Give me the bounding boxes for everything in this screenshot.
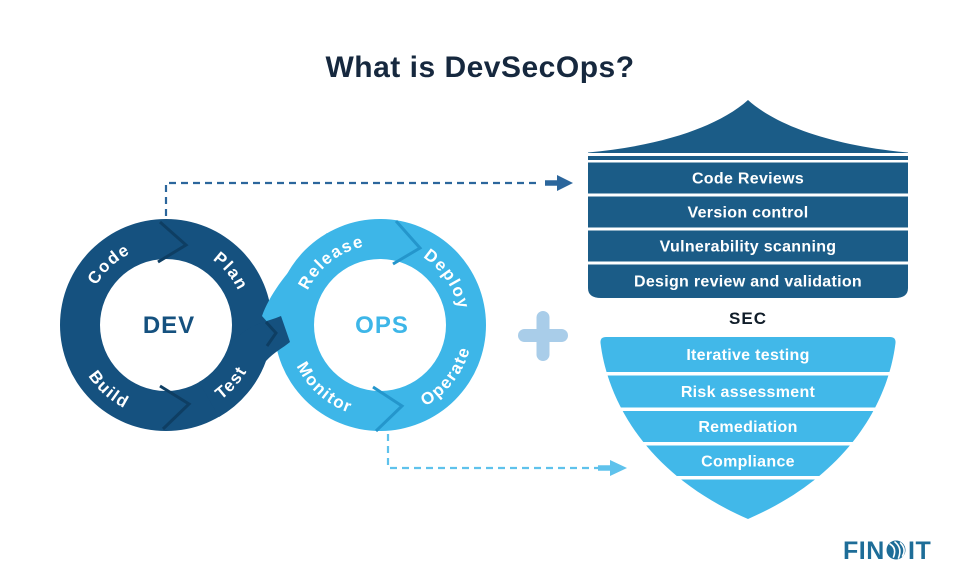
dev-practice-label-3: Design review and validation <box>634 274 862 291</box>
shield-top-strip <box>588 156 908 160</box>
ops-ring-crossover <box>262 233 345 334</box>
plus-icon <box>518 311 568 361</box>
page-title: What is DevSecOps? <box>325 51 634 84</box>
logo-text-fin: FIN <box>843 537 885 565</box>
dev-practice-label-1: Version control <box>688 205 809 222</box>
practice-separator <box>585 261 911 265</box>
dev-center-label: DEV <box>143 312 195 339</box>
practice-separator <box>598 407 898 411</box>
security-shield: Code Reviews Version control Vulnerabili… <box>585 100 911 519</box>
ops-practice-label-3: Compliance <box>701 454 795 471</box>
dev-ring-chevron-top <box>157 220 189 264</box>
practice-separator <box>598 372 898 376</box>
ops-practice-label-2: Remediation <box>698 419 797 436</box>
arrowhead-icon <box>610 460 627 476</box>
ops-to-shield-arrow <box>386 434 627 476</box>
shield-peak <box>588 100 908 153</box>
dev-practice-label-0: Code Reviews <box>692 171 804 188</box>
practice-separator <box>598 476 898 480</box>
ops-center-label: OPS <box>355 312 409 339</box>
ops-practice-label-0: Iterative testing <box>686 347 809 364</box>
practice-separator <box>585 193 911 197</box>
dev-ring-arrow-tip <box>199 316 290 417</box>
ops-ring-chevron-bottom <box>372 385 405 433</box>
logo-globe-icon <box>886 540 906 560</box>
ops-practices-panel <box>600 337 896 519</box>
practice-separator <box>585 227 911 231</box>
dev-practice-label-2: Vulnerability scanning <box>660 239 837 256</box>
dev-ring-chevron-tip <box>264 320 278 347</box>
arrowhead-icon <box>557 175 573 191</box>
ops-practice-label-1: Risk assessment <box>681 384 816 401</box>
finoit-logo: FIN IT <box>843 537 931 565</box>
logo-text-it: IT <box>908 537 931 565</box>
ops-ring-chevron-top <box>392 220 423 266</box>
sec-label: SEC <box>729 309 767 328</box>
practice-separator <box>598 442 898 446</box>
dev-ring-chevron-bottom <box>159 384 192 431</box>
dev-to-shield-arrow <box>164 175 573 216</box>
dev-ops-infinity-loop: Code Plan Build Test Release Deploy Moni… <box>59 218 486 433</box>
